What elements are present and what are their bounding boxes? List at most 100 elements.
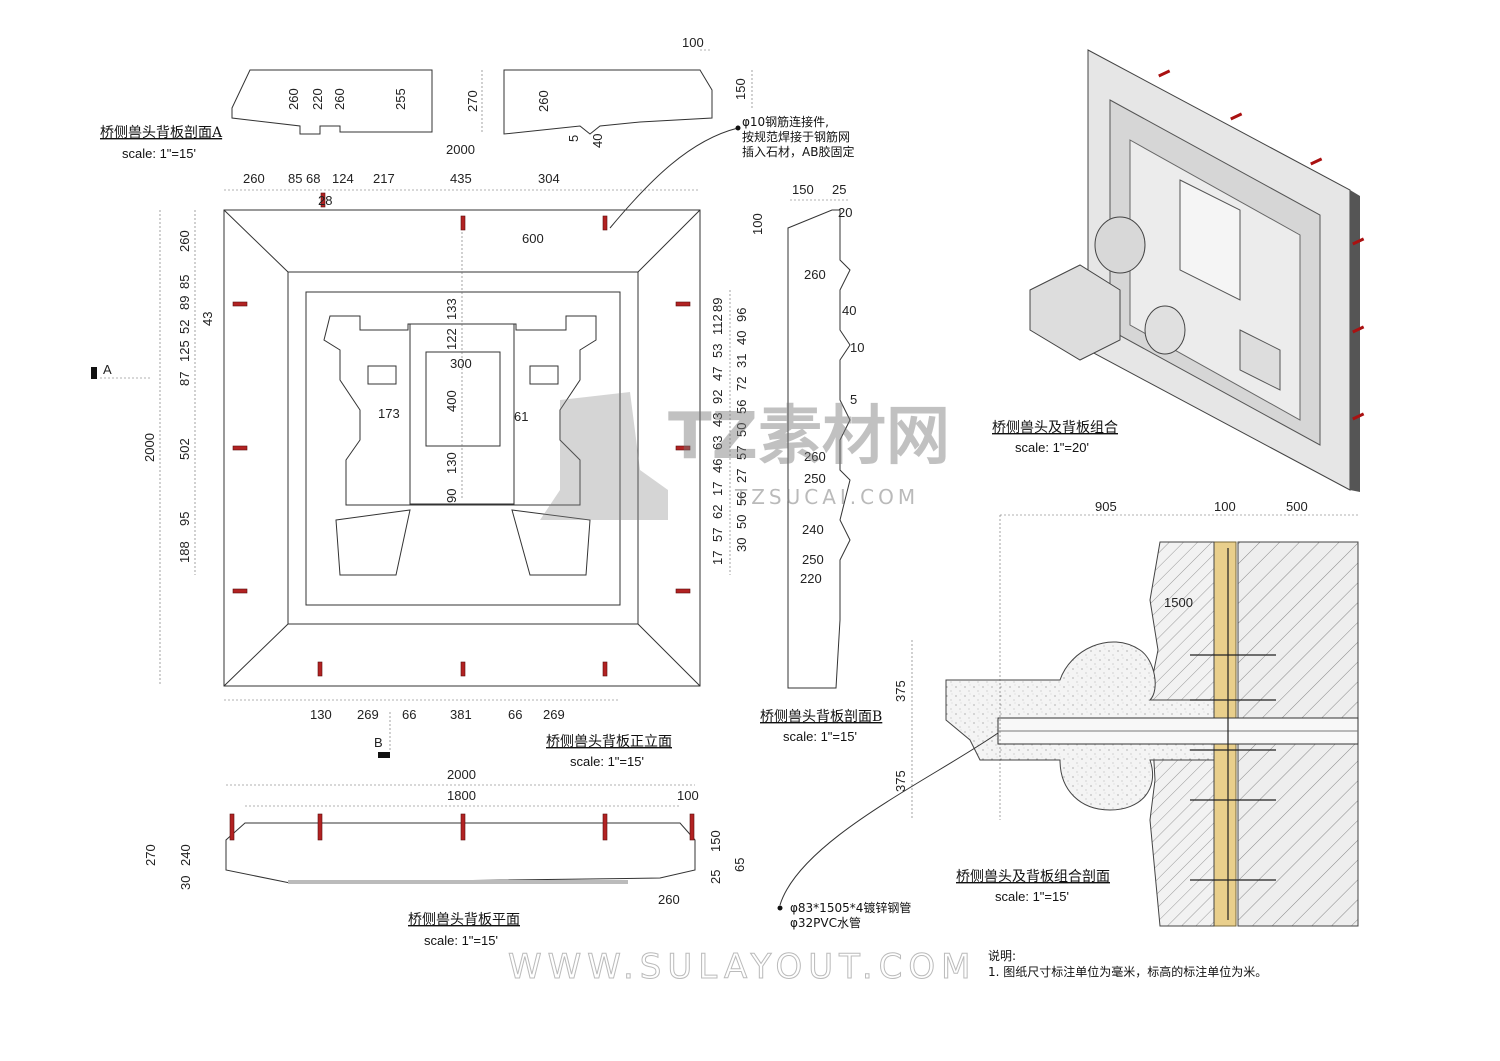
dim: 89 [710, 298, 725, 312]
dim: 53 [710, 344, 725, 358]
dim: 43 [710, 413, 725, 427]
section-b-scale: scale: 1"=15' [783, 729, 857, 744]
dim: 17 [710, 482, 725, 496]
dim: 46 [710, 459, 725, 473]
combo-section-scale: scale: 1"=15' [995, 889, 1069, 904]
dim: 260 [804, 449, 826, 464]
notes-item: 1. 图纸尺寸标注单位为毫米，标高的标注单位为米。 [988, 964, 1267, 979]
dim: 112 [710, 314, 725, 335]
dim: 188 [177, 541, 192, 563]
dim: 435 [450, 171, 472, 186]
dim: 1500 [1164, 595, 1193, 610]
dim: 85 [177, 275, 192, 289]
dim: 50 [734, 423, 749, 437]
combo-title: 桥侧兽头及背板组合 [992, 420, 1118, 436]
dim: 68 [306, 171, 320, 186]
dim: 25 [832, 182, 846, 197]
elevation-inner-dims: 133 122 300 400 173 61 130 90 [378, 298, 528, 503]
section-a-drawing [231, 49, 753, 135]
dim: 270 [143, 844, 158, 866]
plan-drawing [225, 784, 696, 884]
watermark-logo-url: TZSUCAI.COM [734, 485, 919, 509]
dim: 57 [734, 446, 749, 460]
dim: 92 [710, 390, 725, 404]
dim: 173 [378, 406, 400, 421]
dim: 150 [733, 78, 748, 100]
dim: 502 [177, 438, 192, 460]
section-b-drawing [787, 199, 851, 689]
dim: 260 [177, 230, 192, 252]
dim: 2000 [142, 433, 157, 462]
dim: 375 [893, 770, 908, 792]
section-b-title: 桥侧兽头背板剖面B [760, 709, 882, 725]
dim: 269 [357, 707, 379, 722]
dim: 5 [850, 392, 857, 407]
dim: 61 [514, 409, 528, 424]
rebar-note-line: φ10钢筋连接件, [742, 114, 829, 129]
dim: 25 [708, 870, 723, 884]
elevation-marker-b: B [374, 712, 391, 758]
dim: 260 [332, 88, 347, 110]
dim: 304 [538, 171, 560, 186]
elevation-title: 桥侧兽头背板正立面 [546, 734, 672, 750]
dim: 40 [590, 134, 605, 148]
dim: 28 [318, 193, 332, 208]
rebar-note-line: 插入石材，AB胶固定 [742, 144, 854, 159]
dim: 87 [177, 372, 192, 386]
dim: 47 [710, 367, 725, 381]
dim: 10 [850, 340, 864, 355]
plan-scale: scale: 1"=15' [424, 933, 498, 948]
dim: 260 [286, 88, 301, 110]
dim: 260 [658, 892, 680, 907]
dim: 217 [373, 171, 395, 186]
dim: 260 [804, 267, 826, 282]
dim: 250 [804, 471, 826, 486]
dim: 50 [734, 515, 749, 529]
dim: 2000 [447, 767, 476, 782]
dim: 250 [802, 552, 824, 567]
dim: 100 [682, 35, 704, 50]
leader-dot [777, 905, 783, 911]
elevation-scale: scale: 1"=15' [570, 754, 644, 769]
dim: 52 [177, 320, 192, 334]
section-a-dims: 260 220 260 255 270 260 100 150 5 40 [286, 35, 748, 148]
dim: 62 [710, 505, 725, 519]
combo-3d-drawing [1029, 49, 1365, 492]
rebar-note-line: 按规范焊接于钢筋网 [742, 129, 850, 144]
plan-dims: 2000 1800 100 270 240 30 150 25 65 260 [143, 767, 747, 907]
plan-title: 桥侧兽头背板平面 [408, 912, 520, 928]
dim: 150 [792, 182, 814, 197]
dim: 220 [310, 88, 325, 110]
pipe-note-line: φ32PVC水管 [790, 915, 861, 930]
dim: 150 [708, 830, 723, 852]
dim: 125 [177, 340, 192, 362]
dim: 72 [734, 377, 749, 391]
leader-dot [735, 125, 741, 131]
section-marker-b: B [374, 735, 383, 750]
section-b-dims: 150 25 100 20 260 40 10 5 260 250 240 25… [750, 182, 864, 586]
dim: 400 [444, 390, 459, 412]
combo-scale: scale: 1"=20' [1015, 440, 1089, 455]
watermark-logo: TZ素材网 TZSUCAI.COM [540, 392, 950, 520]
dim: 89 [177, 296, 192, 310]
elevation-drawing [159, 189, 731, 701]
dim: 300 [450, 356, 472, 371]
combo-section-drawing [911, 514, 1359, 927]
dim: 270 [465, 90, 480, 112]
dim: 2000 [446, 142, 475, 157]
dim: 30 [178, 876, 193, 890]
watermark-bottom: WWW.SULAYOUT.COM [508, 947, 977, 987]
notes-heading: 说明: [988, 948, 1016, 963]
dim: 100 [1214, 499, 1236, 514]
dim: 57 [710, 528, 725, 542]
dim: 96 [734, 308, 749, 322]
dim: 130 [310, 707, 332, 722]
dim: 269 [543, 707, 565, 722]
dim: 100 [677, 788, 699, 803]
dim: 1800 [447, 788, 476, 803]
dim: 122 [444, 328, 459, 350]
combo-section-dims: 905 100 500 1500 375 375 [893, 499, 1308, 792]
dim: 260 [536, 90, 551, 112]
pipe-leader-line [779, 732, 999, 906]
dim: 133 [444, 298, 459, 320]
